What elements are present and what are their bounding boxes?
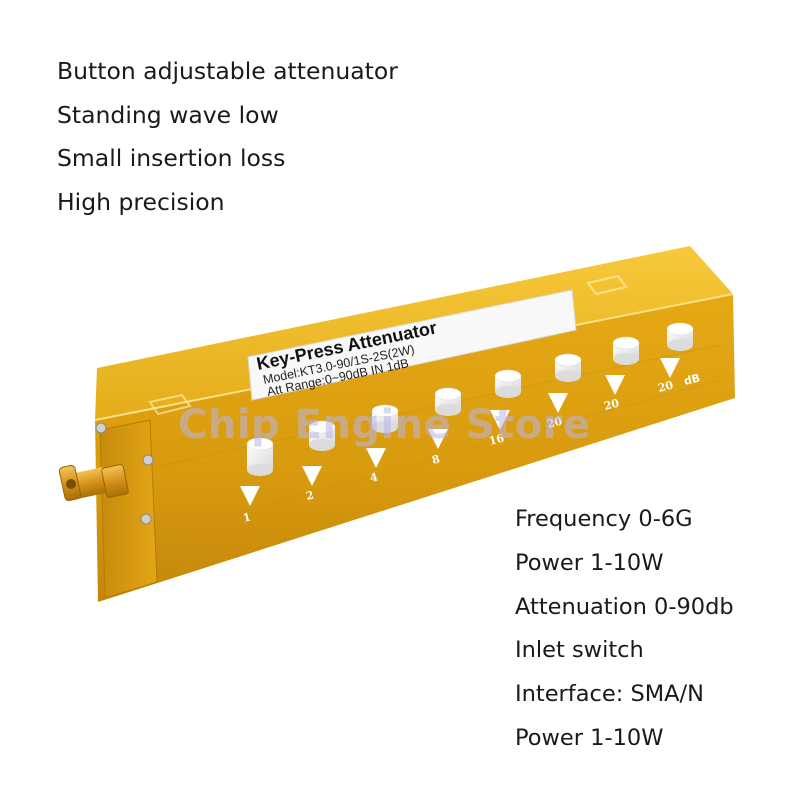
step-button-20b[interactable]	[612, 336, 640, 365]
spec-list: Frequency 0-6G Power 1-10W Attenuation 0…	[515, 498, 734, 761]
step-button-20a[interactable]	[554, 353, 582, 382]
sma-connector	[58, 464, 129, 502]
step-button-20c[interactable]	[666, 322, 694, 351]
screw-icon	[142, 454, 154, 466]
step-button-8[interactable]	[434, 387, 462, 416]
spec-item: Power 1-10W	[515, 724, 664, 751]
feature-list: Button adjustable attenuator Standing wa…	[57, 50, 398, 225]
spec-item: Inlet switch	[515, 637, 644, 664]
step-label: 4	[369, 470, 380, 485]
spec-item: Interface: SMA/N	[515, 681, 704, 708]
triangle-marker-icon	[366, 448, 386, 468]
step-button-1[interactable]	[246, 437, 274, 476]
attenuator-buttons	[246, 322, 694, 476]
step-label: 20	[603, 397, 621, 413]
spec-item: Attenuation 0-90db	[515, 593, 734, 620]
attenuator-end-plate	[99, 419, 158, 599]
direction-arrow-icon	[148, 274, 628, 416]
spec-item: Power 1-10W	[515, 549, 664, 576]
screw-icon	[140, 513, 152, 525]
step-button-16[interactable]	[494, 369, 522, 398]
triangle-marker-icon	[490, 410, 510, 430]
feature-item: High precision	[57, 188, 225, 217]
triangle-marker-icon	[428, 429, 448, 449]
step-label: 8	[431, 452, 442, 467]
unit-label: dB	[683, 371, 702, 388]
triangle-marker-icon	[548, 393, 568, 413]
feature-item: Small insertion loss	[57, 144, 286, 173]
triangle-marker-icon	[605, 375, 625, 395]
spec-item: Frequency 0-6G	[515, 506, 693, 532]
step-button-4[interactable]	[371, 404, 399, 433]
step-button-2[interactable]	[308, 420, 336, 451]
triangle-marker-icon	[302, 466, 322, 486]
store-watermark: Chip Engine Store	[178, 402, 591, 448]
step-label: 2	[305, 488, 316, 502]
triangle-marker-icon	[240, 486, 260, 506]
feature-item: Button adjustable attenuator	[57, 57, 398, 85]
feature-item: Standing wave low	[57, 100, 279, 129]
step-markers: 1 2 4 8 16 20 20 20 dB	[240, 358, 702, 525]
triangle-marker-icon	[660, 358, 680, 378]
step-label: 20	[657, 379, 675, 395]
step-label: 20	[546, 415, 564, 431]
step-label: 1	[242, 510, 253, 524]
step-label: 16	[488, 432, 506, 448]
screw-icon	[95, 422, 107, 434]
